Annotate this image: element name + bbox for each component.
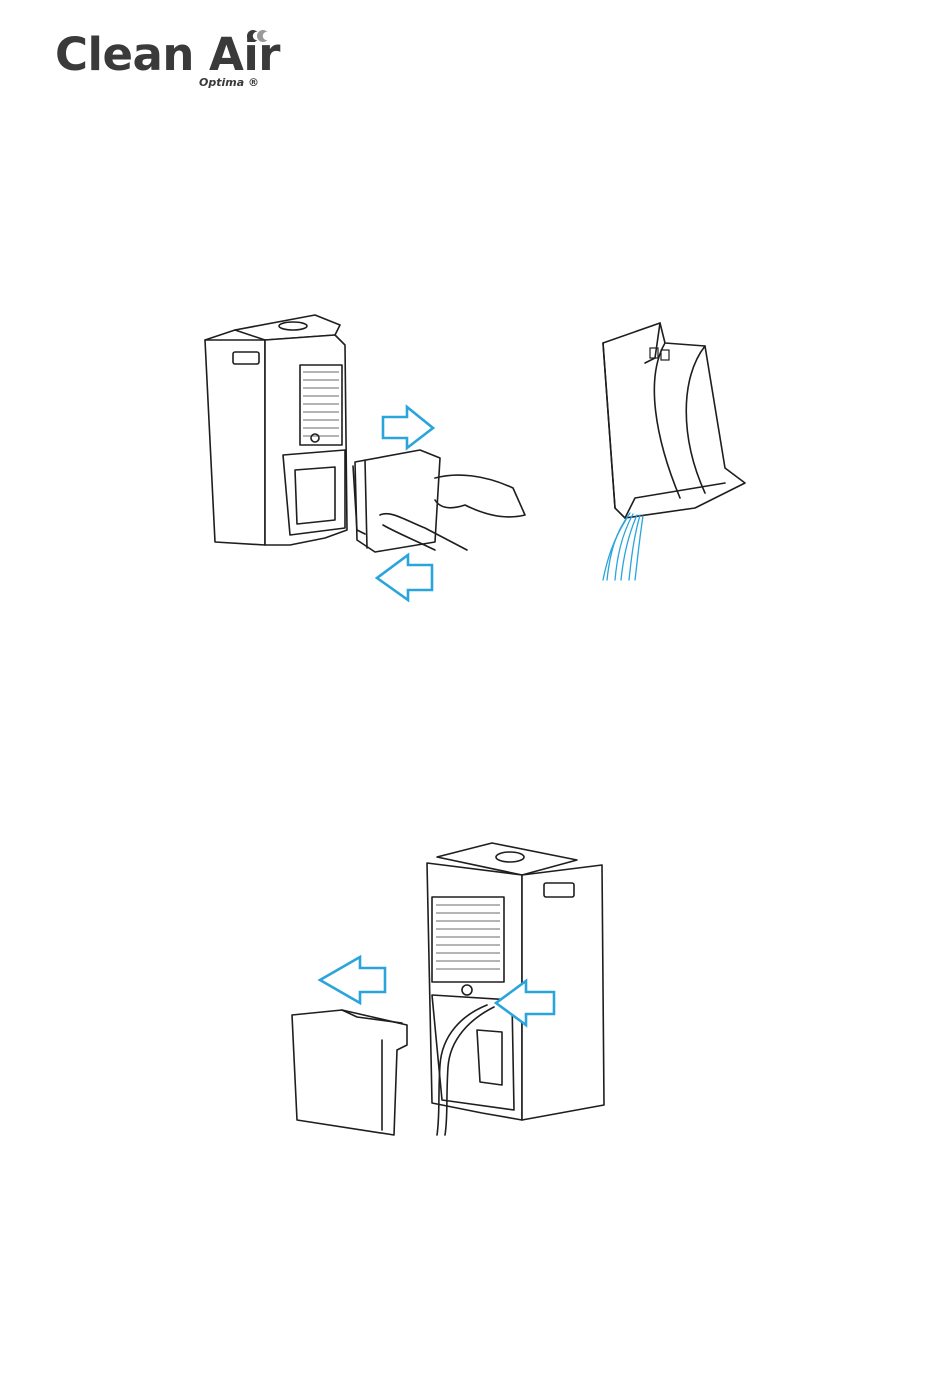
water-stream (603, 513, 643, 580)
double-circle-icon (245, 28, 275, 44)
figure-drain-hose (282, 835, 622, 1140)
arrow-left-icon (320, 957, 385, 1003)
arrow-left-icon (377, 555, 432, 600)
brand-logo: Clean Air Optima ® (55, 28, 295, 98)
arrow-right-icon (383, 407, 433, 448)
figure-pour-water (585, 318, 760, 588)
brand-subline: Optima ® (199, 76, 259, 89)
figure-remove-tank (195, 310, 545, 610)
